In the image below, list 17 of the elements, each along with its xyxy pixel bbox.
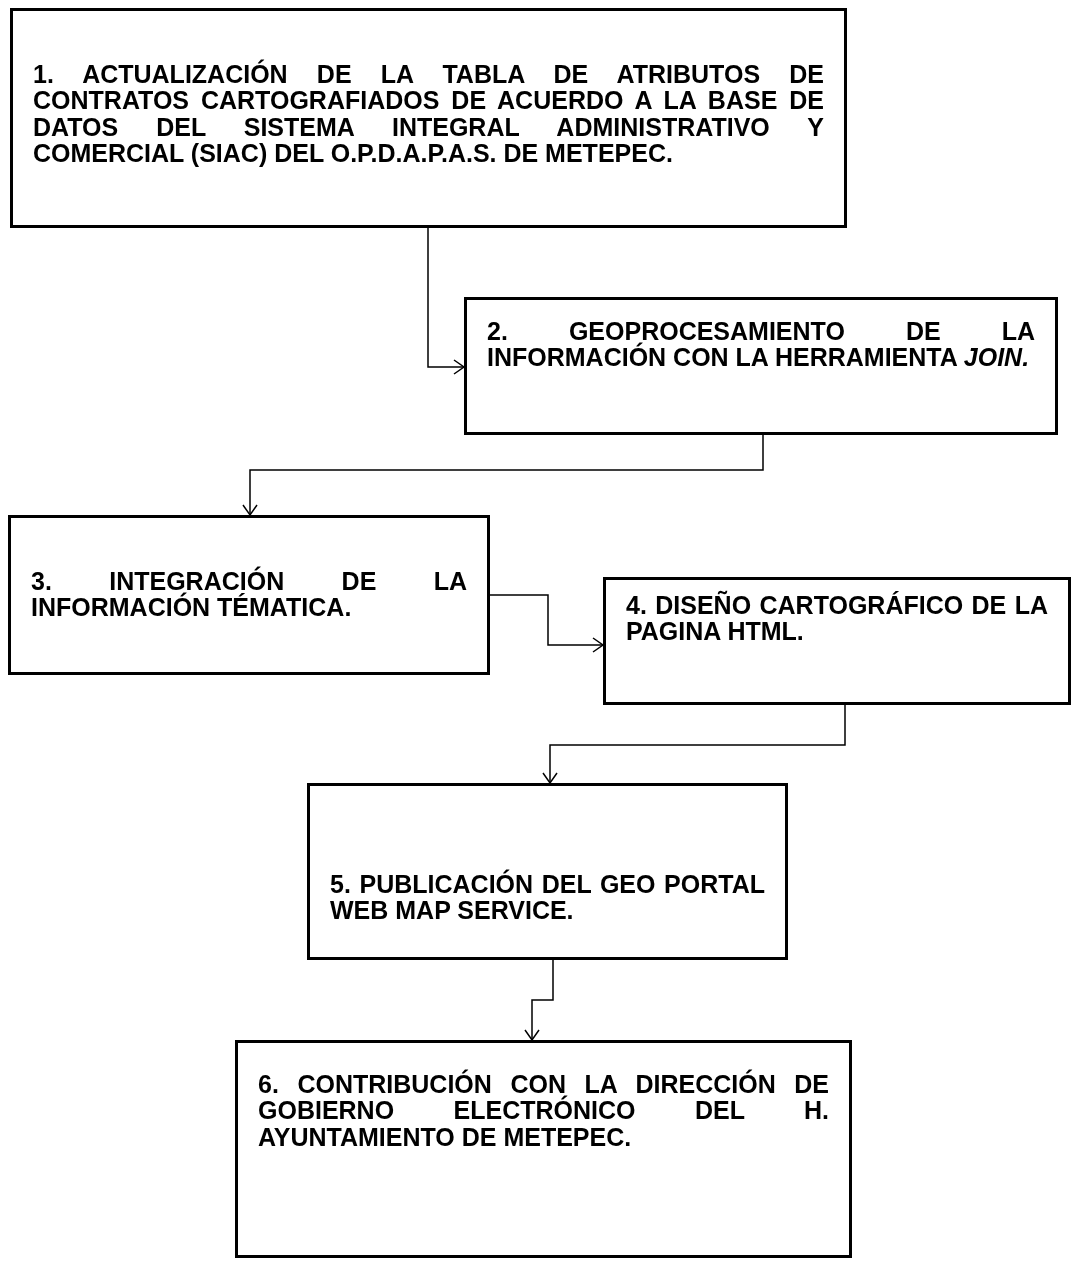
connector-arrow — [489, 594, 604, 653]
step-text: 2. GEOPROCESAMIENTO DE LA INFORMACIÓN CON LA HERRAMIENTA JOIN. — [487, 318, 1035, 371]
connector-arrow — [242, 434, 764, 516]
process-box — [235, 1040, 852, 1258]
connector-arrow — [427, 227, 465, 375]
step-text: 6. CONTRIBUCIÓN CON LA DIRECCIÓN DE GOBIERNO ELECTRÓNICO DEL H. AYUNTAMIENTO DE METEPEC. — [258, 1071, 829, 1150]
step-text: 3. INTEGRACIÓN DE LA INFORMACIÓN TÉMATICA. — [31, 568, 467, 621]
connector-arrow — [524, 959, 554, 1041]
process-box — [8, 515, 490, 675]
step-text: 1. ACTUALIZACIÓN DE LA TABLA DE ATRIBUTOS DE CONTRATOS CARTOGRAFIADOS DE ACUERDO A LA BASE DE DATOS DEL SISTEMA INTEGRAL ADMINISTRATIVO Y COMERCIAL (SIAC) DEL O.P.D.A.P.A.S. DE METEPEC. — [33, 61, 824, 166]
process-box — [464, 297, 1058, 435]
process-box — [603, 577, 1071, 705]
process-box — [10, 8, 847, 228]
process-box — [307, 783, 788, 960]
step-text: 4. DISEÑO CARTOGRÁFICO DE LA PAGINA HTML. — [626, 592, 1048, 645]
step-text: 5. PUBLICACIÓN DEL GEO PORTAL WEB MAP SERVICE. — [330, 871, 765, 924]
connector-arrow — [542, 704, 846, 784]
